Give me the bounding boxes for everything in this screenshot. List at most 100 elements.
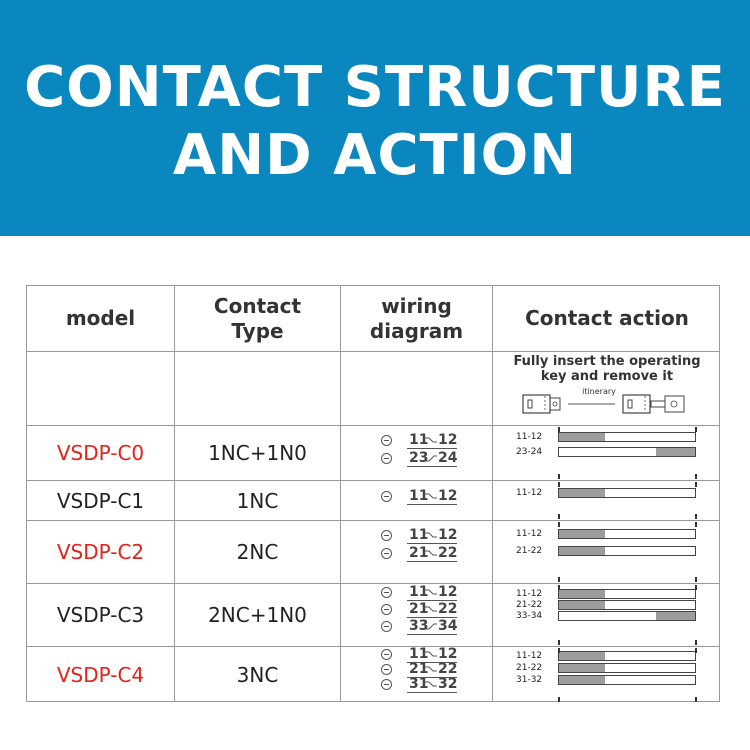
terminal-number-a: 11: [409, 527, 429, 543]
terminal-number-b: 22: [438, 601, 458, 617]
model-cell: VSDP-C4: [56, 663, 145, 687]
operation-note-line-1: Fully insert the operating: [513, 354, 701, 369]
terminal-number-b: 32: [438, 676, 458, 692]
row-divider: [27, 583, 719, 584]
terminal-number-a: 11: [409, 584, 429, 600]
travel-guide-mark: [695, 640, 697, 645]
nc-contact-icon: [425, 493, 437, 499]
row-divider: [27, 351, 719, 352]
header-wiring-line-1: wiring: [381, 293, 452, 318]
contact-type-cell: 2NC+1N0: [208, 603, 307, 627]
contact-closed-fill: [559, 601, 605, 609]
terminal-number-a: 23: [409, 450, 429, 466]
travel-guide-mark: [558, 474, 560, 479]
wiring-line: 11 12: [381, 585, 481, 601]
header-wiring-diagram: wiring diagram: [341, 286, 492, 351]
column-divider: [492, 286, 493, 701]
contact-action-label: 21-22: [516, 600, 543, 610]
model-cell: VSDP-C0: [56, 441, 145, 465]
travel-guide-mark: [558, 648, 560, 653]
contact-closed-fill: [559, 547, 605, 555]
terminal-number-b: 34: [438, 618, 458, 634]
travel-guide-mark: [558, 577, 560, 582]
contact-type-cell: 1NC: [236, 488, 279, 513]
contact-action-bar: [558, 432, 696, 442]
nc-contact-icon: [425, 437, 437, 443]
terminal-number-a: 33: [409, 618, 429, 634]
contact-action-bar: [558, 651, 696, 661]
operation-note: Fully insert the operating key and remov…: [496, 354, 718, 384]
banner-title-line-2: AND ACTION: [172, 123, 578, 188]
contact-action-bar: [558, 447, 696, 457]
contact-type-cell: 1NC+1N0: [208, 441, 307, 465]
contact-action-label: 11-12: [516, 529, 543, 539]
travel-guide-mark: [558, 697, 560, 702]
terminal-underline: [407, 617, 457, 618]
header-model: model: [27, 286, 174, 351]
header-contact-action: Contact action: [493, 286, 721, 351]
terminal-number-a: 31: [409, 676, 429, 692]
travel-guide-mark: [695, 427, 697, 432]
model-cell: VSDP-C3: [56, 603, 145, 627]
travel-guide-mark: [558, 514, 560, 519]
travel-guide-mark: [695, 585, 697, 590]
travel-guide-mark: [695, 514, 697, 519]
terminal-underline: [407, 692, 457, 693]
contact-action-label: 11-12: [516, 488, 543, 498]
travel-guide-mark: [695, 648, 697, 653]
operating-key-icon: [522, 394, 685, 414]
terminal-underline: [407, 561, 457, 562]
travel-guide-mark: [558, 522, 560, 527]
header-contact-type: Contact Type: [175, 286, 340, 351]
minus-circle-icon: [381, 604, 392, 615]
wiring-line: 31 32: [381, 677, 481, 693]
contact-action-label: 11-12: [516, 589, 543, 599]
travel-guide-mark: [558, 482, 560, 487]
contact-action-bar: [558, 529, 696, 539]
terminal-number-a: 21: [409, 601, 429, 617]
terminal-number-b: 12: [438, 488, 458, 504]
no-contact-icon: [425, 623, 437, 630]
terminal-underline: [407, 543, 457, 544]
contact-action-bar: [558, 589, 696, 599]
wiring-line: 11 12: [381, 528, 481, 544]
contact-closed-fill: [656, 612, 695, 620]
title-banner: CONTACT STRUCTURE AND ACTION: [0, 0, 750, 236]
contact-action-label: 21-22: [516, 663, 543, 673]
contact-closed-fill: [559, 652, 605, 660]
model-cell: VSDP-C2: [56, 540, 145, 564]
row-divider: [27, 520, 719, 521]
wiring-line: 33 34: [381, 619, 481, 635]
travel-guide-mark: [558, 640, 560, 645]
minus-circle-icon: [381, 491, 392, 502]
itinerary-label: itinerary: [582, 387, 616, 396]
minus-circle-icon: [381, 679, 392, 690]
header-model-label: model: [65, 306, 136, 330]
contact-type-cell: 3NC: [236, 663, 279, 687]
model-cell: VSDP-C1: [56, 488, 145, 513]
header-contact-type-line-2: Type: [231, 318, 284, 343]
terminal-number-b: 12: [438, 584, 458, 600]
minus-circle-icon: [381, 530, 392, 541]
terminal-number-a: 11: [409, 646, 429, 662]
terminal-underline: [407, 600, 457, 601]
minus-circle-icon: [381, 649, 392, 660]
terminal-number-a: 21: [409, 661, 429, 677]
travel-guide-mark: [558, 585, 560, 590]
terminal-number-b: 12: [438, 527, 458, 543]
terminal-underline: [407, 634, 457, 635]
contact-action-label: 11-12: [516, 432, 543, 442]
contact-action-bar: [558, 663, 696, 673]
terminal-number-b: 12: [438, 432, 458, 448]
terminal-number-b: 12: [438, 646, 458, 662]
nc-contact-icon: [425, 532, 437, 538]
minus-circle-icon: [381, 587, 392, 598]
contact-closed-fill: [559, 530, 605, 538]
contact-closed-fill: [656, 448, 695, 456]
contact-action-label: 23-24: [516, 447, 543, 457]
contact-action-bar: [558, 675, 696, 685]
operation-note-line-2: key and remove it: [540, 369, 674, 384]
travel-guide-mark: [695, 522, 697, 527]
column-divider: [174, 286, 175, 701]
